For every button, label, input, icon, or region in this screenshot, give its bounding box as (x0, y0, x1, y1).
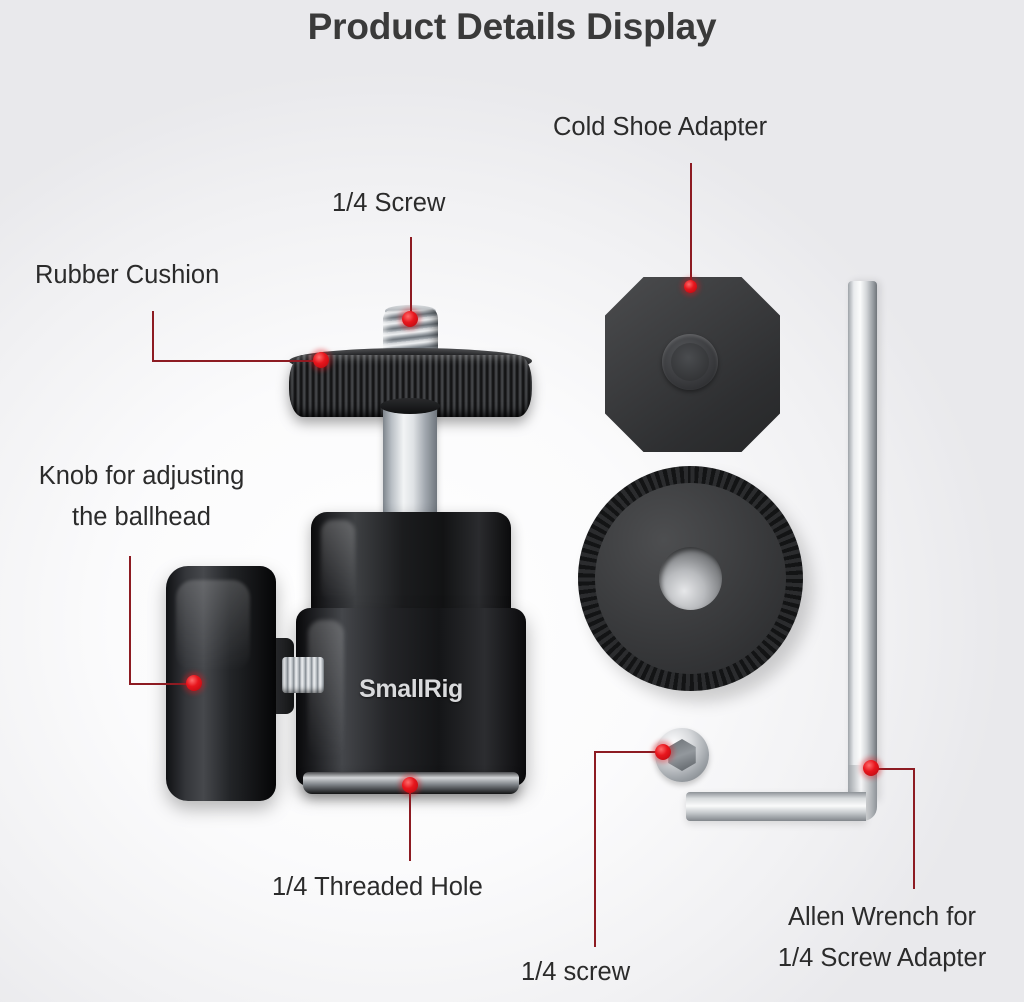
ballhead-shaft-collar-icon (380, 398, 440, 414)
leader-line-quarter-threaded-hole-vertical (409, 786, 411, 861)
leader-line-quarter-screw-top-vertical (410, 237, 412, 322)
callout-label-quarter-screw-top: 1/4 Screw (332, 189, 446, 217)
callout-dot-cold-shoe-adapter (684, 280, 697, 293)
leader-line-quarter-screw-loose-horizontal (594, 751, 664, 753)
leader-line-allen-wrench-vertical (913, 768, 915, 889)
callout-dot-knob (186, 675, 202, 691)
ballhead-upper-body-icon (311, 512, 511, 622)
callout-label-cold-shoe-adapter: Cold Shoe Adapter (553, 113, 768, 141)
callout-label-quarter-screw-loose: 1/4 screw (521, 958, 631, 986)
callout-label-allen-wrench-line1: Allen Wrench for (787, 903, 977, 931)
leader-line-rubber-cushion-vertical (152, 311, 154, 361)
callout-dot-allen-wrench (863, 760, 879, 776)
ballhead-lower-body-icon (296, 608, 526, 786)
leader-line-knob-horizontal (129, 683, 197, 685)
brand-logo-text: SmallRig (359, 675, 463, 703)
callout-dot-rubber-cushion (313, 352, 329, 368)
callout-dot-quarter-screw-loose (655, 744, 671, 760)
leader-line-quarter-screw-loose-vertical (594, 751, 596, 947)
callout-dot-quarter-threaded-hole (402, 777, 418, 793)
leader-line-allen-wrench-horizontal (877, 768, 914, 770)
allen-wrench-long-arm-icon (848, 281, 877, 801)
callout-label-knob-line2: the ballhead (72, 503, 211, 531)
leader-line-rubber-cushion-horizontal (152, 360, 322, 362)
callout-dot-quarter-screw-top (402, 311, 418, 327)
allen-wrench-short-arm-icon (686, 792, 866, 821)
ballhead-shaft-icon (383, 405, 437, 523)
knob-threaded-stud-icon (282, 657, 324, 693)
callout-label-knob-line1: Knob for adjusting (38, 462, 245, 490)
callout-label-rubber-cushion: Rubber Cushion (35, 261, 220, 289)
knurled-washer-hole-icon (659, 547, 722, 610)
leader-line-knob-vertical (129, 556, 131, 684)
callout-label-allen-wrench-line2: 1/4 Screw Adapter (777, 944, 987, 972)
leader-line-cold-shoe-adapter-vertical (690, 163, 692, 287)
callout-label-quarter-threaded-hole: 1/4 Threaded Hole (272, 873, 483, 901)
cold-shoe-adapter-boss-icon (662, 334, 718, 390)
page-title: Product Details Display (307, 6, 717, 47)
